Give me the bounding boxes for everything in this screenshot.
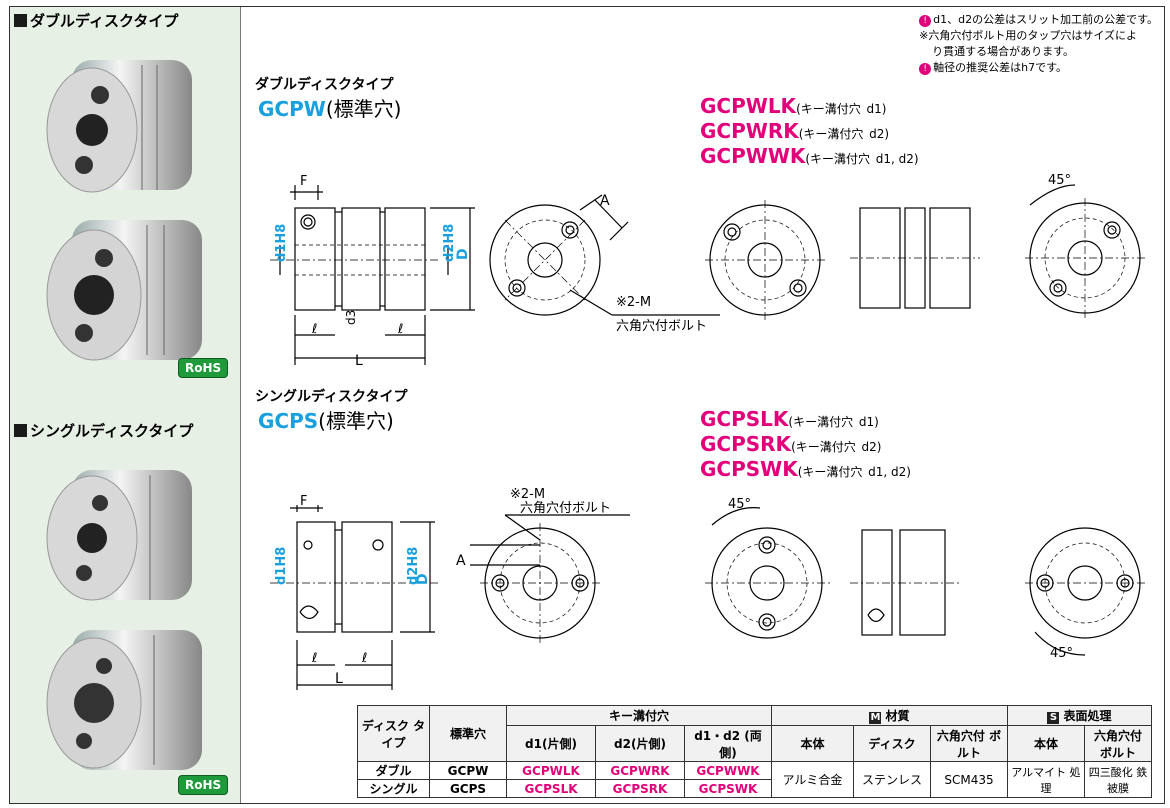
th-d1: d1(片側) — [506, 725, 596, 762]
single-heading: シングルディスクタイプ — [255, 389, 408, 405]
dim-ell: ℓ — [311, 322, 317, 337]
double-code: GCPW(標準穴) — [258, 97, 402, 121]
th-d12: d1・d2 (両側) — [684, 725, 772, 762]
double-heading: ダブルディスクタイプ — [255, 77, 394, 93]
double-keyed-list: GCPWLK(キー溝付穴 d1) GCPWRK(キー溝付穴 d2) GCPWWK… — [700, 94, 919, 168]
info-icon: ! — [919, 63, 932, 75]
bolt-label: 六角穴付ボルト — [520, 501, 611, 516]
rohs-badge: RoHS — [178, 775, 229, 795]
dim-d1: d1H8 — [274, 224, 289, 262]
th-keyway: キー溝付穴 — [506, 705, 772, 726]
dim-ell: ℓ — [361, 651, 367, 666]
angle-label: 45° — [1050, 646, 1073, 661]
th-body: 本体 — [771, 725, 854, 762]
dim-d1: d1H8 — [274, 547, 289, 585]
dim-L: L — [355, 353, 363, 369]
dim-d2: d2H8 — [442, 224, 457, 262]
th-body: 本体 — [1007, 725, 1085, 762]
single-coupling-photo — [46, 470, 202, 770]
dim-d3: d3 — [344, 310, 358, 325]
th-disk: ディスク — [853, 725, 931, 762]
th-bolt: 六角穴付 ボルト — [1084, 725, 1152, 762]
bolt-label: ※2-M — [510, 487, 545, 502]
dim-F: F — [300, 174, 307, 189]
table-row: シングル GCPS GCPSLK GCPSRK GCPSWK — [357, 779, 1152, 798]
bolt-label: 六角穴付ボルト — [616, 319, 707, 334]
dim-ell: ℓ — [397, 322, 403, 337]
dim-d2: d2H8 — [406, 547, 421, 585]
dim-D: D — [415, 573, 431, 585]
double-section-title: ダブルディスクタイプ — [14, 10, 178, 31]
dim-A: A — [456, 553, 466, 569]
single-keyed-list: GCPSLK(キー溝付穴 d1) GCPSRK(キー溝付穴 d2) GCPSWK… — [700, 407, 911, 481]
single-section-title: シングルディスクタイプ — [14, 420, 193, 441]
dim-L: L — [335, 671, 343, 687]
double-coupling-photo — [46, 60, 202, 361]
angle-label: 45° — [1048, 173, 1071, 188]
dim-F: F — [300, 494, 307, 509]
page-frame — [9, 6, 1165, 804]
single-code: GCPS(標準穴) — [258, 409, 394, 433]
rohs-badge: RoHS — [178, 358, 229, 378]
dim-A: A — [600, 193, 610, 209]
bolt-label: ※2-M — [616, 295, 651, 310]
th-d2: d2(片側) — [595, 725, 685, 762]
notes-block: !d1、d2の公差はスリット加工前の公差です。 ※六角穴付ボルト用のタップ穴はサ… — [919, 13, 1158, 75]
table-row: ダブル GCPW GCPWLK GCPWRK GCPWWK アルミ合金 ステンレ… — [357, 761, 1152, 798]
th-disc-type: ディスク タイプ — [357, 705, 430, 762]
th-std-hole: 標準穴 — [429, 705, 507, 762]
th-bolt: 六角穴付 ボルト — [930, 725, 1008, 762]
info-icon: ! — [919, 15, 932, 27]
angle-label: 45° — [728, 497, 751, 512]
dim-D: D — [455, 248, 471, 260]
dim-ell: ℓ — [311, 651, 317, 666]
